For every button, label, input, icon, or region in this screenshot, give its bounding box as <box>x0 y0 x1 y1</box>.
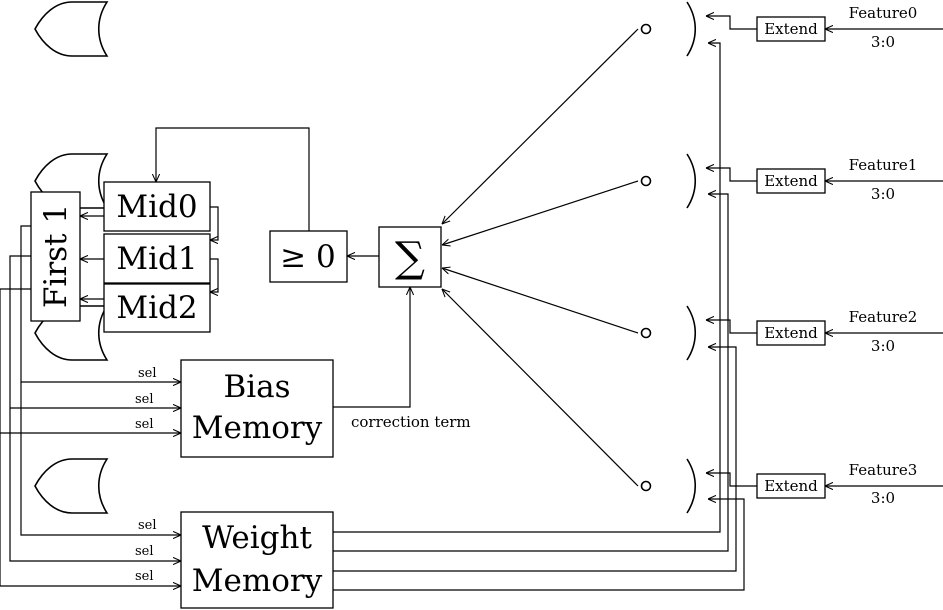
xnor-gate-3 <box>34 458 697 514</box>
sel-label-weight-2: sel <box>135 569 154 584</box>
first1-block: First 1 <box>30 191 81 322</box>
xnor0-sum-wire <box>442 28 639 224</box>
first1-label: First 1 <box>38 204 74 308</box>
weight-memory-block: Weight Memory <box>180 511 334 609</box>
xnor2-sum-wire <box>442 268 639 334</box>
bias-memory-line1: Bias <box>223 369 290 405</box>
feature-bits-1: 3:0 <box>871 185 895 203</box>
feature-name-3: Feature3 <box>849 461 918 479</box>
weight-bus-3 <box>333 499 745 591</box>
mid2-label: Mid2 <box>116 290 197 326</box>
extend-label-3: Extend <box>764 477 818 495</box>
bias-memory-line2: Memory <box>192 410 323 446</box>
xnor-gate-0 <box>34 1 697 57</box>
feature-name-1: Feature1 <box>849 156 918 174</box>
mid1-label: Mid1 <box>116 241 197 277</box>
mid0-label: Mid0 <box>116 189 197 225</box>
bias-memory-block: Bias Memory <box>180 359 334 458</box>
sum-block: ∑ <box>378 226 442 288</box>
feature-bits-2: 3:0 <box>871 337 895 355</box>
sel-label-bias-0: sel <box>138 366 157 381</box>
sel-label-bias-2: sel <box>135 417 154 432</box>
sel-weight-0 <box>20 382 181 535</box>
sel-label-weight-1: sel <box>135 544 154 559</box>
weight-memory-line1: Weight <box>202 520 312 556</box>
feedback-wire <box>156 127 310 231</box>
sel-weight-1 <box>9 408 181 561</box>
feature-bits-0: 3:0 <box>871 33 895 51</box>
threshold-label: ≥ 0 <box>280 239 336 275</box>
sum-symbol: ∑ <box>395 233 425 282</box>
wires <box>0 16 943 591</box>
sel-bias-0 <box>20 225 181 382</box>
sel-bias-1 <box>9 255 181 408</box>
extend-block-2: Extend <box>756 320 826 346</box>
sel-label-bias-1: sel <box>135 392 154 407</box>
xnor3-sum-wire <box>442 289 639 487</box>
extend1-xnor-wire <box>706 168 757 182</box>
xnor1-sum-wire <box>442 180 639 245</box>
feature-bits-3: 3:0 <box>871 489 895 507</box>
extend3-xnor-wire <box>706 473 757 487</box>
extend2-xnor-wire <box>706 320 757 334</box>
extend-block-1: Extend <box>756 168 826 194</box>
mid1-mid2-wire <box>210 258 219 292</box>
sel-label-weight-0: sel <box>138 518 157 533</box>
extend-label-1: Extend <box>764 172 818 190</box>
mid2-block: Mid2 <box>103 283 211 333</box>
sel-weight-2 <box>0 433 181 586</box>
weight-memory-line2: Memory <box>192 563 323 599</box>
mid0-block: Mid0 <box>103 181 211 232</box>
feature-name-2: Feature2 <box>849 308 918 326</box>
threshold-block: ≥ 0 <box>269 230 348 283</box>
weight-bus-0 <box>333 43 721 533</box>
correction-wire <box>333 287 410 408</box>
sel-bias-2 <box>0 288 181 433</box>
mid1-block: Mid1 <box>103 233 211 284</box>
feature-name-0: Feature0 <box>849 4 918 22</box>
extend-block-3: Extend <box>756 473 826 499</box>
extend0-xnor-wire <box>706 16 757 30</box>
weight-bus-2 <box>333 347 737 572</box>
mid0-mid1-wire <box>210 206 219 240</box>
extend-label-0: Extend <box>764 20 818 38</box>
extend-block-0: Extend <box>756 16 826 42</box>
correction-term-label: correction term <box>351 413 471 431</box>
weight-bus-1 <box>333 194 729 552</box>
extend-label-2: Extend <box>764 324 818 342</box>
